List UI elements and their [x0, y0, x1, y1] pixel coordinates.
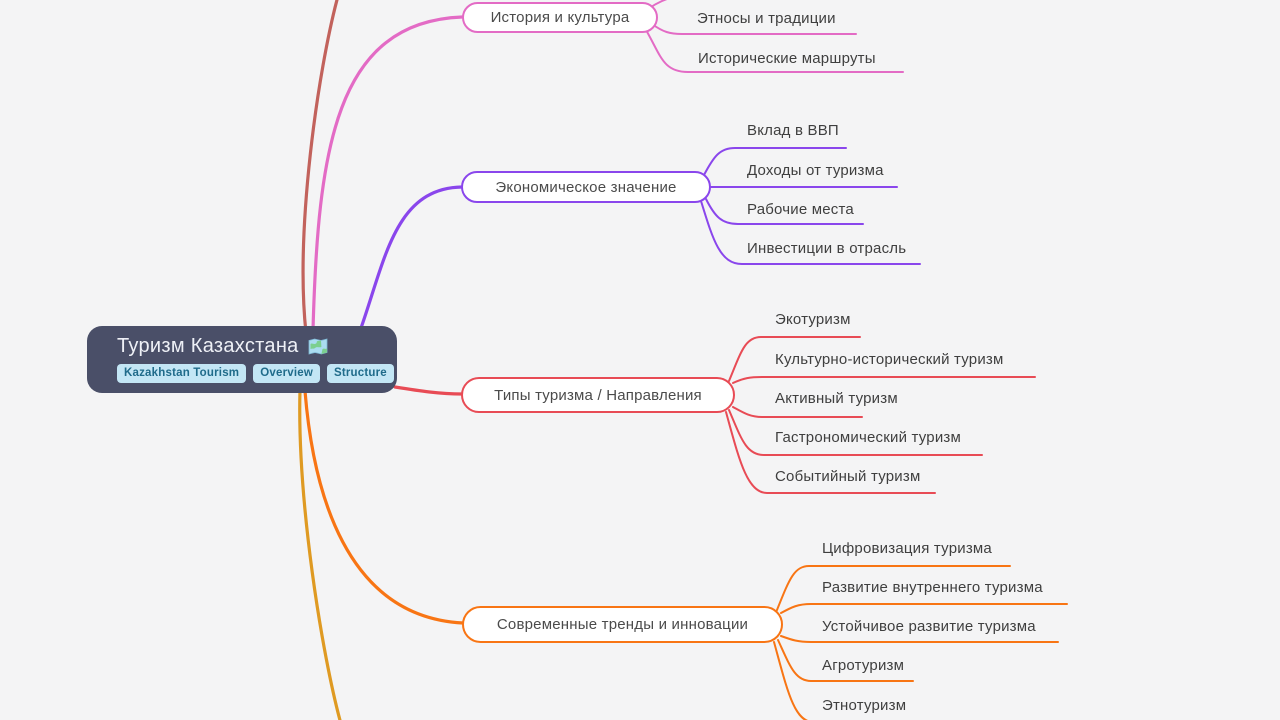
- leaf-types-4[interactable]: Событийный туризм: [775, 468, 921, 485]
- edge-history-child-0: [651, 23, 857, 35]
- leaf-trends-4[interactable]: Этнотуризм: [822, 697, 907, 714]
- edge-trends-child-0: [776, 565, 1011, 611]
- root-title-text: Туризм Казахстана: [117, 335, 299, 357]
- leaf-trends-1[interactable]: Развитие внутреннего туризма: [822, 579, 1043, 596]
- edge-types-child-0: [728, 336, 861, 382]
- edge-economy-child-2: [705, 198, 864, 225]
- edge-root-economy: [359, 185, 464, 330]
- edge-trends-child-2: [780, 635, 1059, 643]
- leaf-types-3[interactable]: Гастрономический туризм: [775, 429, 962, 446]
- edge-root-history: [311, 15, 464, 332]
- branch-node-types[interactable]: Типы туризма / Направления: [461, 377, 735, 413]
- branch-node-economy[interactable]: Экономическое значение: [461, 171, 711, 203]
- edge-types-child-1: [732, 376, 1036, 384]
- edge-root-trends: [303, 389, 465, 625]
- tag-kazakhstan-tourism[interactable]: Kazakhstan Tourism: [117, 364, 247, 383]
- leaf-economy-2[interactable]: Рабочие места: [747, 201, 854, 218]
- tag-overview[interactable]: Overview: [253, 364, 320, 383]
- tag-structure[interactable]: Structure: [326, 364, 394, 383]
- leaf-types-2[interactable]: Активный туризм: [775, 390, 898, 407]
- edge-trends-child-3: [777, 639, 914, 682]
- leaf-history-0[interactable]: Этносы и традиции: [697, 10, 836, 27]
- root-tags: Kazakhstan Tourism Overview Structure: [117, 364, 397, 383]
- edge-root-offscreen-bottom: [298, 388, 342, 720]
- leaf-history-1[interactable]: Исторические маршруты: [698, 50, 876, 67]
- leaf-economy-1[interactable]: Доходы от туризма: [747, 162, 884, 179]
- leaf-economy-3[interactable]: Инвестиции в отрасль: [747, 240, 907, 257]
- edge-root-types: [393, 385, 464, 396]
- edge-trends-child-4: [773, 641, 808, 720]
- leaf-types-1[interactable]: Культурно-исторический туризм: [775, 351, 1004, 368]
- edge-history-child-1: [645, 29, 904, 73]
- edge-types-child-2: [732, 406, 863, 418]
- edge-trends-child-1: [780, 603, 1068, 614]
- edge-economy-child-3: [700, 200, 921, 265]
- leaf-economy-0[interactable]: Вклад в ВВП: [747, 122, 839, 139]
- branch-node-trends[interactable]: Современные тренды и инновации: [462, 606, 783, 643]
- branch-node-history[interactable]: История и культура: [462, 2, 658, 33]
- leaf-trends-2[interactable]: Устойчивое развитие туризма: [822, 618, 1036, 635]
- world-map-icon: [308, 338, 328, 355]
- root-node[interactable]: Туризм Казахстана Kazakhstan Tourism Ove…: [87, 326, 397, 393]
- root-title: Туризм Казахстана: [117, 335, 397, 358]
- edge-types-child-4: [725, 411, 936, 494]
- leaf-types-0[interactable]: Экотуризм: [775, 311, 851, 328]
- leaf-trends-0[interactable]: Цифровизация туризма: [822, 540, 992, 557]
- edge-root-offscreen-top: [301, 0, 339, 335]
- leaf-trends-3[interactable]: Агротуризм: [822, 657, 905, 674]
- edge-economy-child-0: [703, 147, 847, 176]
- edge-types-child-3: [728, 409, 983, 456]
